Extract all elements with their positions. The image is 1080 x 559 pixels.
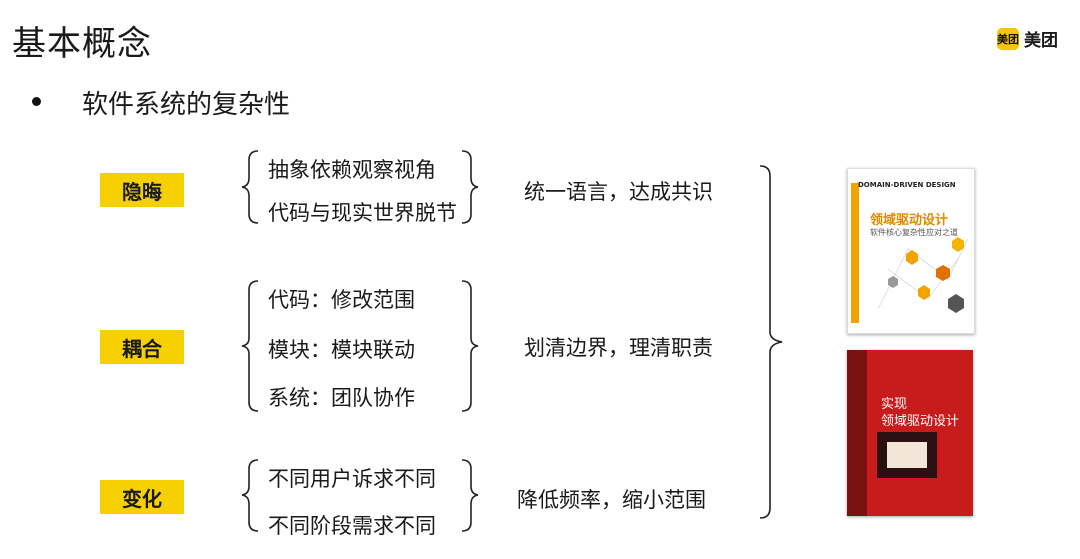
- item-abstraction: 抽象依赖观察视角: [268, 158, 436, 182]
- tag-coupling: 耦合: [100, 330, 184, 364]
- page-title: 基本概念: [12, 24, 152, 64]
- big-right-brace: [759, 165, 783, 519]
- book-cover-implementing-ddd: 实现 领域驱动设计: [847, 350, 973, 516]
- tag-obscurity: 隐晦: [100, 173, 184, 207]
- goal-boundaries: 划清边界，理清职责: [524, 336, 713, 360]
- item-system-team: 系统：团队协作: [268, 386, 415, 410]
- logo-mark-icon: 美团: [997, 27, 1019, 50]
- item-code-gap: 代码与现实世界脱节: [268, 201, 457, 225]
- left-brace-3: [241, 459, 259, 532]
- goal-reduce-frequency: 降低频率，缩小范围: [517, 488, 706, 512]
- item-module-linkage: 模块：模块联动: [268, 338, 415, 362]
- tag-change: 变化: [100, 480, 184, 514]
- left-brace-1: [241, 150, 259, 224]
- right-brace-2: [461, 280, 479, 412]
- item-user-needs: 不同用户诉求不同: [268, 467, 436, 491]
- left-brace-2: [241, 280, 259, 412]
- book2-white-block: [887, 442, 927, 468]
- book2-title-line2: 领域驱动设计: [881, 414, 960, 429]
- item-stage-needs: 不同阶段需求不同: [268, 514, 436, 538]
- hexagon-pattern-icon: [877, 237, 969, 313]
- goal-unified-language: 统一语言，达成共识: [524, 180, 713, 204]
- book-spine-strip: [847, 350, 867, 516]
- right-brace-1: [461, 150, 479, 224]
- logo-text: 美团: [1024, 31, 1058, 51]
- book-cover-ddd: DOMAIN-DRIVEN DESIGN 领域驱动设计 软件核心复杂性应对之道: [847, 168, 975, 334]
- bullet-dot-icon: [32, 97, 41, 106]
- book2-title: 实现 领域驱动设计: [881, 396, 959, 430]
- book-subtitle: 软件核心复杂性应对之道: [870, 228, 958, 237]
- item-code-scope: 代码：修改范围: [268, 288, 415, 312]
- section-subtitle: 软件系统的复杂性: [82, 90, 291, 120]
- meituan-logo: 美团 美团: [997, 26, 1058, 51]
- right-brace-3: [461, 459, 479, 532]
- book-title: 领域驱动设计: [870, 213, 949, 228]
- book-en-title: DOMAIN-DRIVEN DESIGN: [858, 181, 956, 189]
- book-spine-stripe: [851, 183, 859, 323]
- book2-title-line1: 实现: [881, 397, 908, 412]
